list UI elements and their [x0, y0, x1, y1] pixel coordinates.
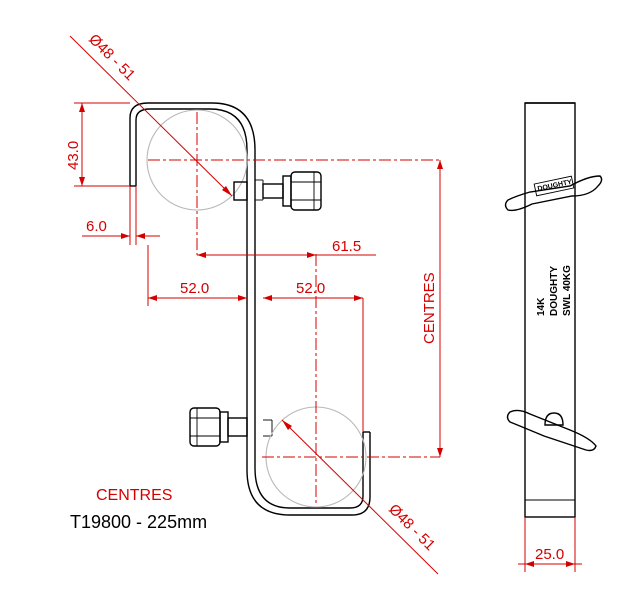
- dim-height: 43.0: [65, 141, 82, 170]
- diameter-leader-bottom: Ø48 - 51: [281, 419, 438, 575]
- bracket-front-view: [129, 102, 371, 516]
- dim-side-width-group: 25.0: [518, 517, 582, 572]
- dim-right-52-group: 52.0: [263, 280, 364, 432]
- dim-left-52-group: 52.0: [147, 245, 247, 306]
- side-text-line3: SWL 40KG: [562, 265, 573, 316]
- dim-offset: 61.5: [332, 238, 361, 255]
- centre-lines: [148, 112, 440, 506]
- dim-centres-vertical: CENTRES: [421, 272, 438, 344]
- dim-lip-group: 6.0: [82, 186, 160, 245]
- dim-right-52: 52.0: [296, 280, 325, 297]
- dim-left-52: 52.0: [180, 280, 209, 297]
- clamp-knob-top: [233, 171, 322, 211]
- diameter-leader-top: Ø48 - 51: [69, 31, 233, 197]
- dim-diameter-bottom: Ø48 - 51: [385, 501, 438, 554]
- side-text-line2: DOUGHTY: [549, 266, 560, 316]
- dim-diameter-top: Ø48 - 51: [85, 31, 138, 84]
- bracket-side-view: DOUGHTY 14K DOUGHTY SWL 40KG: [504, 102, 603, 518]
- dim-side-width: 25.0: [535, 546, 564, 563]
- dim-offset-group: 61.5: [197, 238, 376, 258]
- clamp-knob-bottom: [189, 407, 248, 447]
- side-logo: DOUGHTY: [537, 179, 573, 193]
- dim-height-group: 43.0: [65, 102, 130, 187]
- side-text-line1: 14K: [536, 297, 547, 316]
- dim-lip-width: 6.0: [86, 218, 107, 235]
- dim-centres-group: CENTRES: [421, 160, 443, 457]
